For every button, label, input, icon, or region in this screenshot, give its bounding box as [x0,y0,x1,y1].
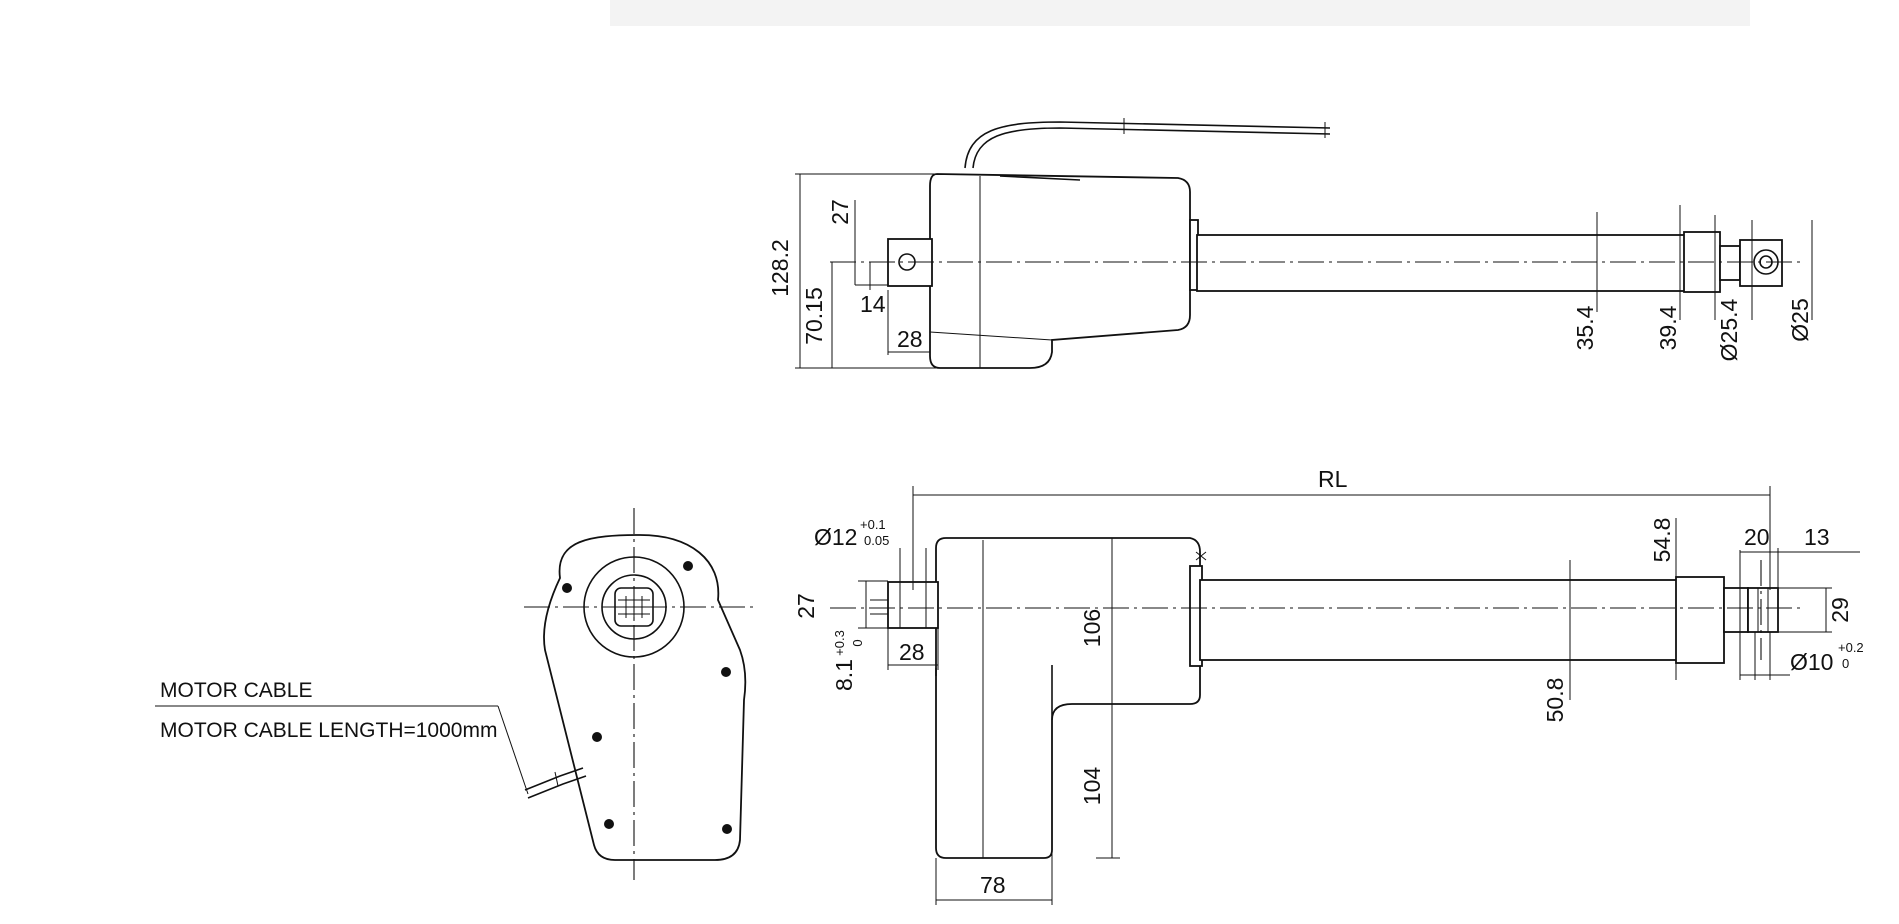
dim-slot-tol-lower: 0 [850,639,865,646]
top-view: 128.2 70.15 27 14 28 35.4 39.4 Ø25.4 Ø25 [767,118,1813,369]
dim-tube-front: 54.8 [1649,518,1675,563]
dim-end-hole-tol-upper: +0.2 [1838,640,1864,655]
outer-tube-front [1199,579,1679,661]
dim-end-hole-tol-lower: 0 [1842,656,1849,671]
dim-motor-width: 78 [980,872,1006,898]
screw-1 [562,583,572,593]
screw-5 [604,819,614,829]
motor-housing-front [935,537,1201,859]
dim-end-dia-top: Ø25 [1787,298,1813,341]
dim-tube-top: 39.4 [1655,305,1681,350]
dim-pin-hole-tol-lower: 0.05 [864,533,889,548]
dim-motor-height-upper: 106 [1079,609,1105,647]
dim-27-top: 27 [827,199,853,225]
rod-end-front [1747,587,1779,633]
dim-overall-height-top: 128.2 [767,239,793,297]
front-view: RL Ø12 +0.1 0.05 27 28 8.1 +0.3 0 106 10… [793,466,1864,905]
inner-rod-top [1719,245,1741,281]
screw-3 [721,667,731,677]
gearbox-housing [543,534,747,861]
dim-rod-end-dia-top: Ø25.4 [1716,298,1742,361]
dim-29-front: 29 [1827,597,1853,623]
screw-4 [592,732,602,742]
motor-cable-length-label: MOTOR CABLE LENGTH=1000mm [160,719,497,742]
dim-retracted-length: RL [1318,466,1348,492]
motor-cable [964,121,1331,169]
inner-rod-front [1723,587,1749,633]
dim-end-hole: Ø10 [1790,649,1833,675]
dim-28-front: 28 [899,639,925,665]
tube-end-cap-front [1675,576,1725,664]
dim-20-front: 20 [1744,524,1770,550]
dim-rod-front: 50.8 [1542,678,1568,723]
dim-slot: 8.1 [831,659,857,691]
screw-2 [683,561,693,571]
dim-pin-hole: Ø12 [814,524,857,550]
dim-pin-hole-tol-upper: +0.1 [860,517,886,532]
dim-27-front: 27 [793,593,819,619]
motor-cable-label: MOTOR CABLE [160,679,312,702]
dim-14-top: 14 [860,291,886,317]
dim-13-front: 13 [1804,524,1830,550]
outer-tube-top [1196,234,1686,292]
rod-end-top [1739,239,1783,287]
dim-motor-height-lower: 104 [1079,767,1105,806]
side-view: MOTOR CABLE MOTOR CABLE LENGTH=1000mm [155,508,756,880]
dim-rod-top: 35.4 [1572,305,1598,350]
dim-mount-offset-top: 70.15 [801,287,827,345]
dim-28-top: 28 [897,326,923,352]
screw-6 [722,824,732,834]
dim-slot-tol-upper: +0.3 [832,630,847,656]
motor-housing-top [929,173,1191,369]
top-strip [610,0,1750,26]
